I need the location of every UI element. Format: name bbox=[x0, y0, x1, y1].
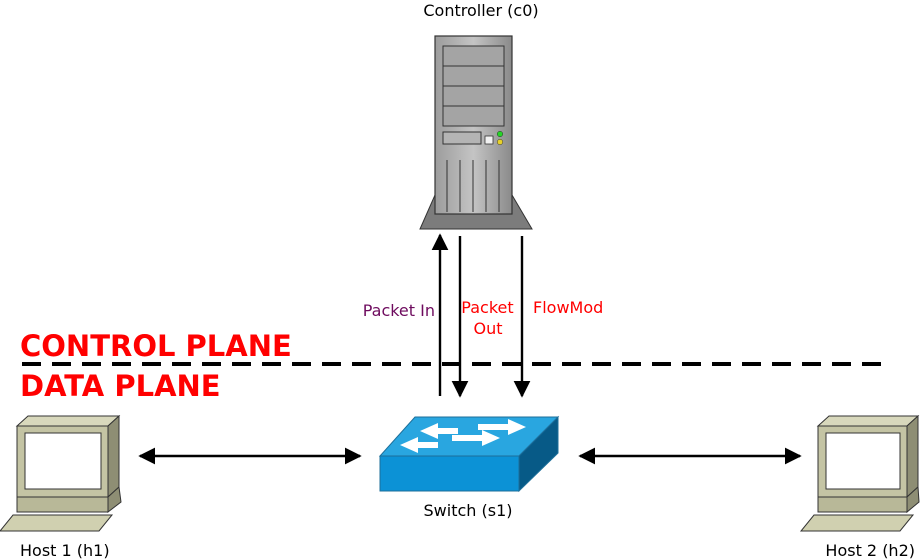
packet-in-label: Packet In bbox=[363, 301, 435, 320]
server-icon bbox=[419, 35, 533, 230]
switch-label: Switch (s1) bbox=[424, 501, 513, 520]
packet-out-label: Packet Out bbox=[461, 298, 518, 338]
host2-label: Host 2 (h2) bbox=[825, 541, 915, 559]
flowmod-label: FlowMod bbox=[533, 298, 603, 317]
host1-computer-icon bbox=[0, 414, 122, 532]
controller-label: Controller (c0) bbox=[423, 1, 538, 20]
packet-out-label-line1: Packet bbox=[461, 298, 513, 317]
host2-computer-icon bbox=[799, 414, 920, 532]
control-plane-label: CONTROL PLANE bbox=[20, 329, 292, 363]
host1-label: Host 1 (h1) bbox=[20, 541, 110, 559]
data-plane-label: DATA PLANE bbox=[20, 369, 221, 403]
packet-out-label-line2: Out bbox=[473, 319, 502, 338]
switch-icon bbox=[378, 415, 560, 493]
